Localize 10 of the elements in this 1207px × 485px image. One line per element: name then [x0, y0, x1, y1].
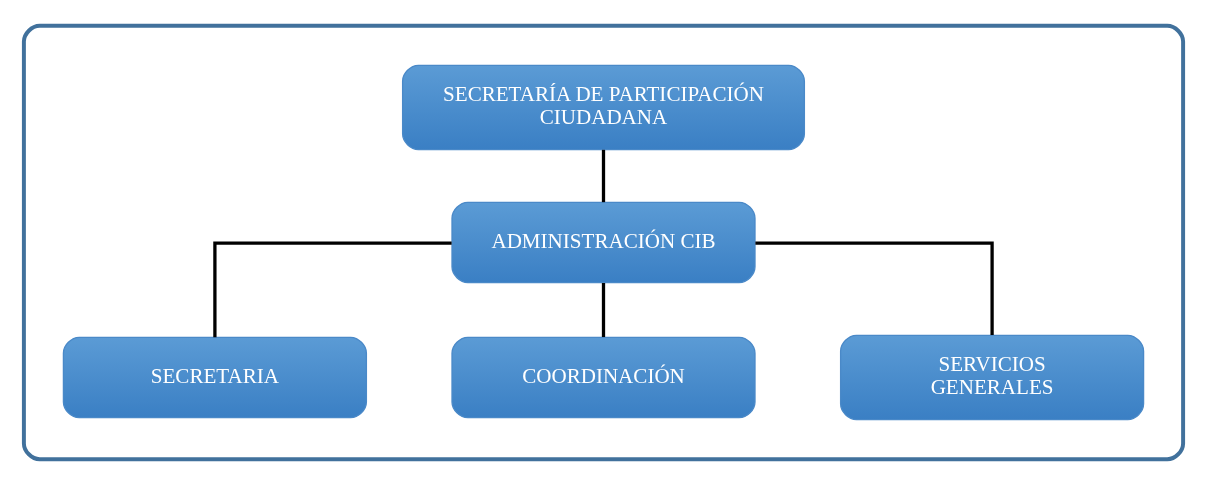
- connector: [755, 241, 994, 335]
- connector: [213, 241, 452, 338]
- node-box: ADMINISTRACIÓN CIB: [451, 201, 756, 284]
- node-box: COORDINACIÓN: [451, 336, 756, 419]
- node-box: SECRETARIA: [62, 336, 368, 419]
- connector: [601, 283, 606, 338]
- node-box: SECRETARÍA DE PARTICIPACIÓN CIUDADANA: [401, 64, 806, 151]
- cluster: [21, 23, 1186, 462]
- connector: [601, 149, 606, 203]
- node-box: SERVICIOS GENERALES: [839, 334, 1145, 421]
